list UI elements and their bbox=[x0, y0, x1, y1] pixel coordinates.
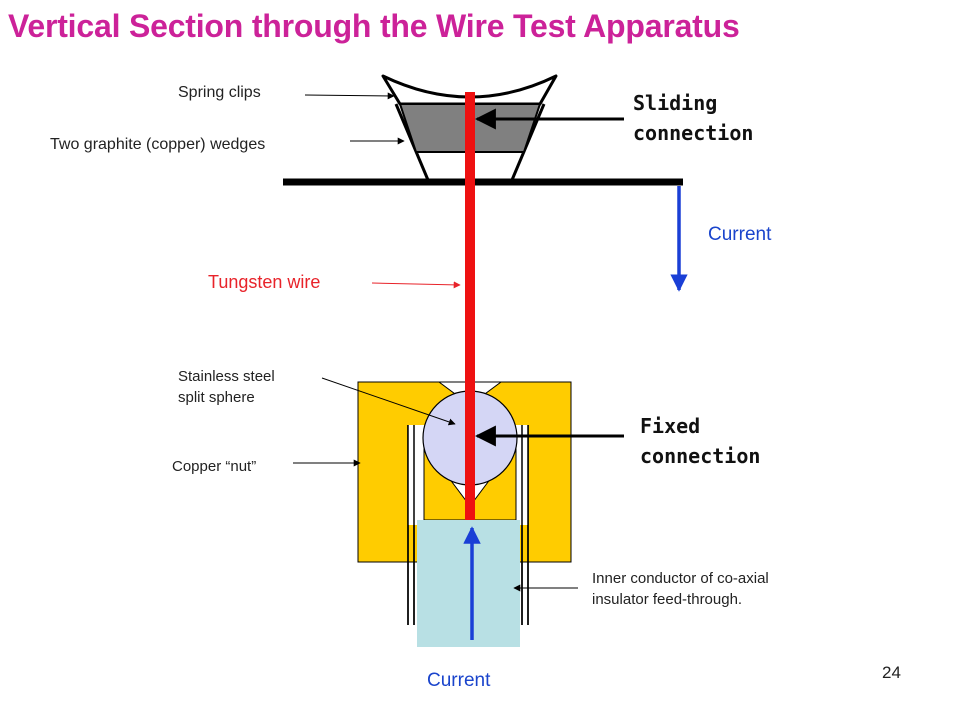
fixed-connection-label-line2: connection bbox=[640, 444, 761, 468]
tungsten-wire-leader bbox=[371, 281, 461, 289]
fixed-connection-assembly bbox=[357, 381, 572, 647]
page-title: Vertical Section through the Wire Test A… bbox=[8, 8, 740, 44]
sliding-connection-label-line1: Sliding bbox=[633, 91, 718, 115]
tungsten-wire-label: Tungsten wire bbox=[208, 272, 321, 292]
spring-clips-leader bbox=[304, 92, 395, 100]
inner-conductor-label-line2: insulator feed-through. bbox=[592, 591, 743, 608]
split-sphere-label-line1: Stainless steel bbox=[178, 368, 275, 385]
copper-nut-label: Copper “nut” bbox=[172, 458, 257, 475]
graphite-wedges-label: Two graphite (copper) wedges bbox=[50, 136, 266, 153]
split-sphere-leader bbox=[321, 377, 456, 426]
spring-clip-shape bbox=[381, 74, 558, 106]
inner-conductor bbox=[417, 520, 520, 647]
fixed-connection-label-line1: Fixed bbox=[640, 414, 701, 438]
spring-clips-label: Spring clips bbox=[178, 84, 261, 101]
sliding-connection-label-line2: connection bbox=[633, 121, 754, 145]
inner-conductor-label-line1: Inner conductor of co-axial bbox=[592, 570, 769, 587]
split-sphere-label-line2: split sphere bbox=[178, 389, 255, 406]
current-label-bottom: Current bbox=[427, 670, 491, 691]
tungsten-wire bbox=[465, 92, 475, 520]
page-number: 24 bbox=[882, 663, 901, 682]
current-label-top: Current bbox=[708, 224, 772, 245]
sliding-connection-assembly bbox=[283, 74, 683, 186]
